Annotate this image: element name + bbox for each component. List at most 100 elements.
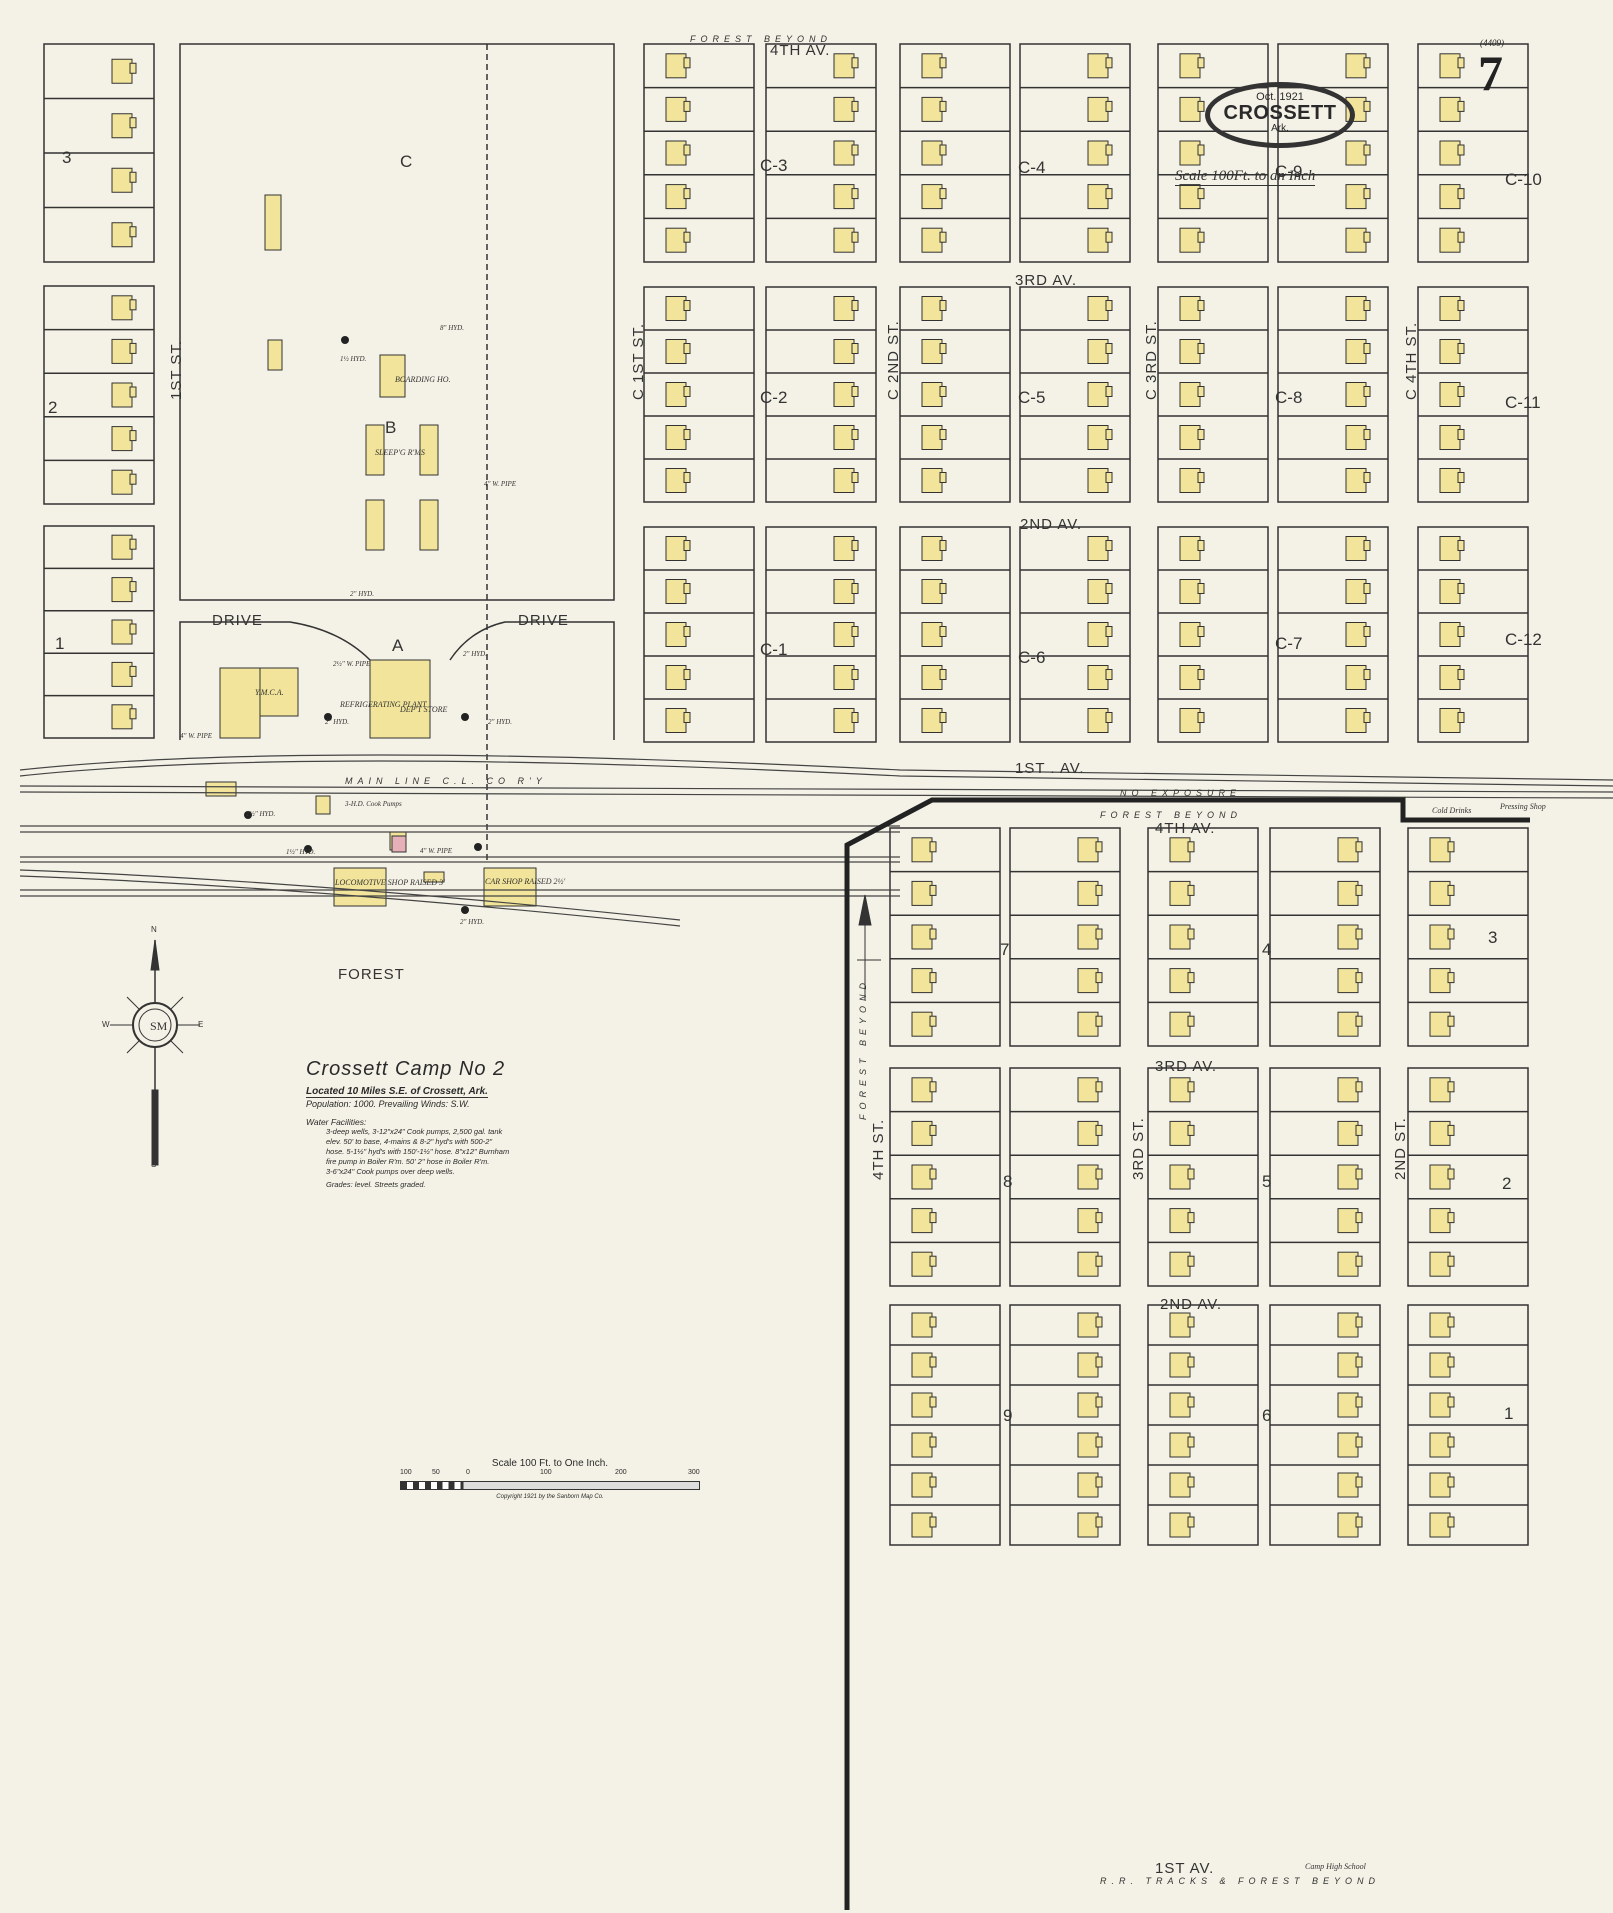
buildings (111, 53, 1465, 1538)
street-label: 4TH AV. (1155, 820, 1216, 837)
street-label: FOREST BEYOND (690, 34, 833, 44)
block-label: C-12 (1505, 630, 1542, 649)
street-label: 2ND AV. (1160, 1296, 1223, 1313)
hydrant-pipe-note: 2" HYD. (488, 718, 512, 726)
map-date: Oct. 1921 (1256, 91, 1304, 103)
scale-ticks: 100 50 0 100 200 300 (400, 1469, 700, 1479)
legend-water-line: fire pump in Boiler R'm. 50' 2" hose in … (326, 1157, 490, 1166)
hydrant-pipe-note: 8" HYD. (440, 324, 464, 332)
building-label: Cold Drinks (1432, 806, 1472, 815)
legend-block: Crossett Camp No 2 Located 10 Miles S.E.… (306, 1058, 606, 1190)
street-label: 3RD AV. (1015, 272, 1078, 289)
block-label: C-10 (1505, 170, 1542, 189)
compass-e: E (198, 1020, 204, 1029)
block-label: 3 (62, 148, 72, 167)
street-label: FOREST (338, 966, 405, 983)
scale-tick: 100 (540, 1469, 552, 1476)
block-label: C-7 (1275, 634, 1303, 653)
sheet-ref: (4409) (1480, 38, 1504, 48)
street-label: R.R. TRACKS & FOREST BEYOND (1100, 1876, 1381, 1886)
city-blocks (43, 43, 1529, 1546)
hydrant-pipe-note: 2½" W. PIPE (333, 660, 371, 668)
legend-location: Located 10 Miles S.E. of Crossett, Ark. (306, 1086, 488, 1098)
street-label: 2ND AV. (1020, 516, 1083, 533)
street-label: 1ST . AV. (1015, 760, 1085, 777)
block-label: 1 (1504, 1404, 1514, 1423)
railroad-tracks (19, 754, 1613, 927)
block-label: 8 (1003, 1172, 1013, 1191)
hydrant-pipe-note: 2" HYD. (350, 590, 374, 598)
building-label: LOCOMOTIVE SHOP RAISED 3' (335, 878, 445, 887)
hydrant-pipe-note: 3-H.D. Cook Pumps (345, 800, 402, 808)
compass-n: N (151, 925, 157, 934)
block-label: C-8 (1275, 388, 1303, 407)
legend-title: Crossett Camp No 2 (306, 1058, 506, 1080)
hydrant-pipe-note: 1½ HYD. (340, 355, 367, 363)
block-label: C-5 (1018, 388, 1046, 407)
scale-tick: 50 (432, 1469, 440, 1476)
street-label: DRIVE (518, 612, 569, 629)
scale-tick: 300 (688, 1469, 700, 1476)
street-label: 4TH AV. (770, 42, 831, 59)
sheet-number: (4409)7 (1478, 38, 1504, 102)
block-label: 2 (48, 398, 58, 417)
street-label: FOREST BEYOND (858, 977, 868, 1120)
block-label: 9 (1003, 1406, 1013, 1425)
building-label: DEP'T STORE (400, 705, 448, 714)
hydrant-pipe-note: 1½" HYD. (286, 848, 316, 856)
block-label: 3 (1488, 928, 1498, 947)
camp-compound (179, 43, 615, 860)
legend-water-line: 3-deep wells, 3-12"x24" Cook pumps, 2,50… (326, 1127, 503, 1136)
legend-water-line: elev. 50' to base, 4-mains & 8-2" hyd's … (326, 1137, 493, 1146)
street-label: FOREST BEYOND (1100, 810, 1243, 820)
block-label: C-2 (760, 388, 788, 407)
street-label: C 1ST ST. (630, 322, 647, 400)
street-label: 3RD ST. (1130, 1117, 1147, 1180)
street-label: NO EXPOSURE (1120, 788, 1242, 798)
compass-w: W (102, 1020, 110, 1029)
building-label: CAR SHOP RAISED 2½' (485, 877, 566, 886)
sheet-number-value: 7 (1478, 45, 1503, 101)
block-label: 1 (55, 634, 65, 653)
scale-bar: Scale 100 Ft. to One Inch. 100 50 0 100 … (400, 1458, 700, 1500)
scale-tick: 200 (615, 1469, 627, 1476)
street-label: C 2ND ST. (885, 320, 902, 400)
block-label: 6 (1262, 1406, 1272, 1425)
block-label: B (385, 418, 397, 437)
building-label: Camp High School (1305, 1862, 1366, 1871)
hydrant-pipe-note: 4" W. PIPE (180, 732, 213, 740)
block-label: C-6 (1018, 648, 1046, 667)
street-label: 1ST AV. (1155, 1860, 1215, 1877)
sheet-boundary-line (844, 797, 1530, 1910)
block-label: C-3 (760, 156, 788, 175)
building-label: REFRIGERATING PLANT (340, 700, 427, 709)
building-label: Y.M.C.A. (255, 688, 284, 697)
title-cartouche: Oct. 1921 CROSSETT Ark. (1205, 82, 1355, 148)
legend-population: Population: 1000. Prevailing Winds: S.W. (306, 1099, 470, 1109)
block-label: C-1 (760, 640, 788, 659)
building-label: BOARDING HO. (395, 375, 451, 384)
block-label: A (392, 636, 404, 655)
city-name: CROSSETT (1223, 102, 1337, 124)
legend-water-line: 3-6"x24" Cook pumps over deep wells. (326, 1167, 455, 1176)
scale-bar-graphic (400, 1481, 700, 1490)
compass-s: S (151, 1160, 157, 1169)
svg-text:SM: SM (150, 1019, 168, 1033)
block-label: C-4 (1018, 158, 1046, 177)
block-label: C-9 (1275, 162, 1303, 181)
street-label: 3RD AV. (1155, 1058, 1218, 1075)
state-name: Ark. (1271, 123, 1289, 134)
block-label: 2 (1502, 1174, 1512, 1193)
block-label: 4 (1262, 940, 1272, 959)
legend-grades: Grades: level. Streets graded. (326, 1180, 426, 1189)
hydrant-pipe-note: 2" HYD. (460, 918, 484, 926)
street-label: C 4TH ST. (1403, 321, 1420, 400)
street-label: 4TH ST. (870, 1118, 887, 1180)
hydrant-pipe-note: 4" W. PIPE (484, 480, 517, 488)
legend-water-heading: Water Facilities: (306, 1117, 367, 1127)
street-label: MAIN LINE C.L. CO R'Y (345, 776, 547, 786)
hydrant-pipe-note: 4" W. PIPE (420, 847, 453, 855)
block-label: 7 (1000, 940, 1010, 959)
scale-tick: 100 (400, 1469, 412, 1476)
